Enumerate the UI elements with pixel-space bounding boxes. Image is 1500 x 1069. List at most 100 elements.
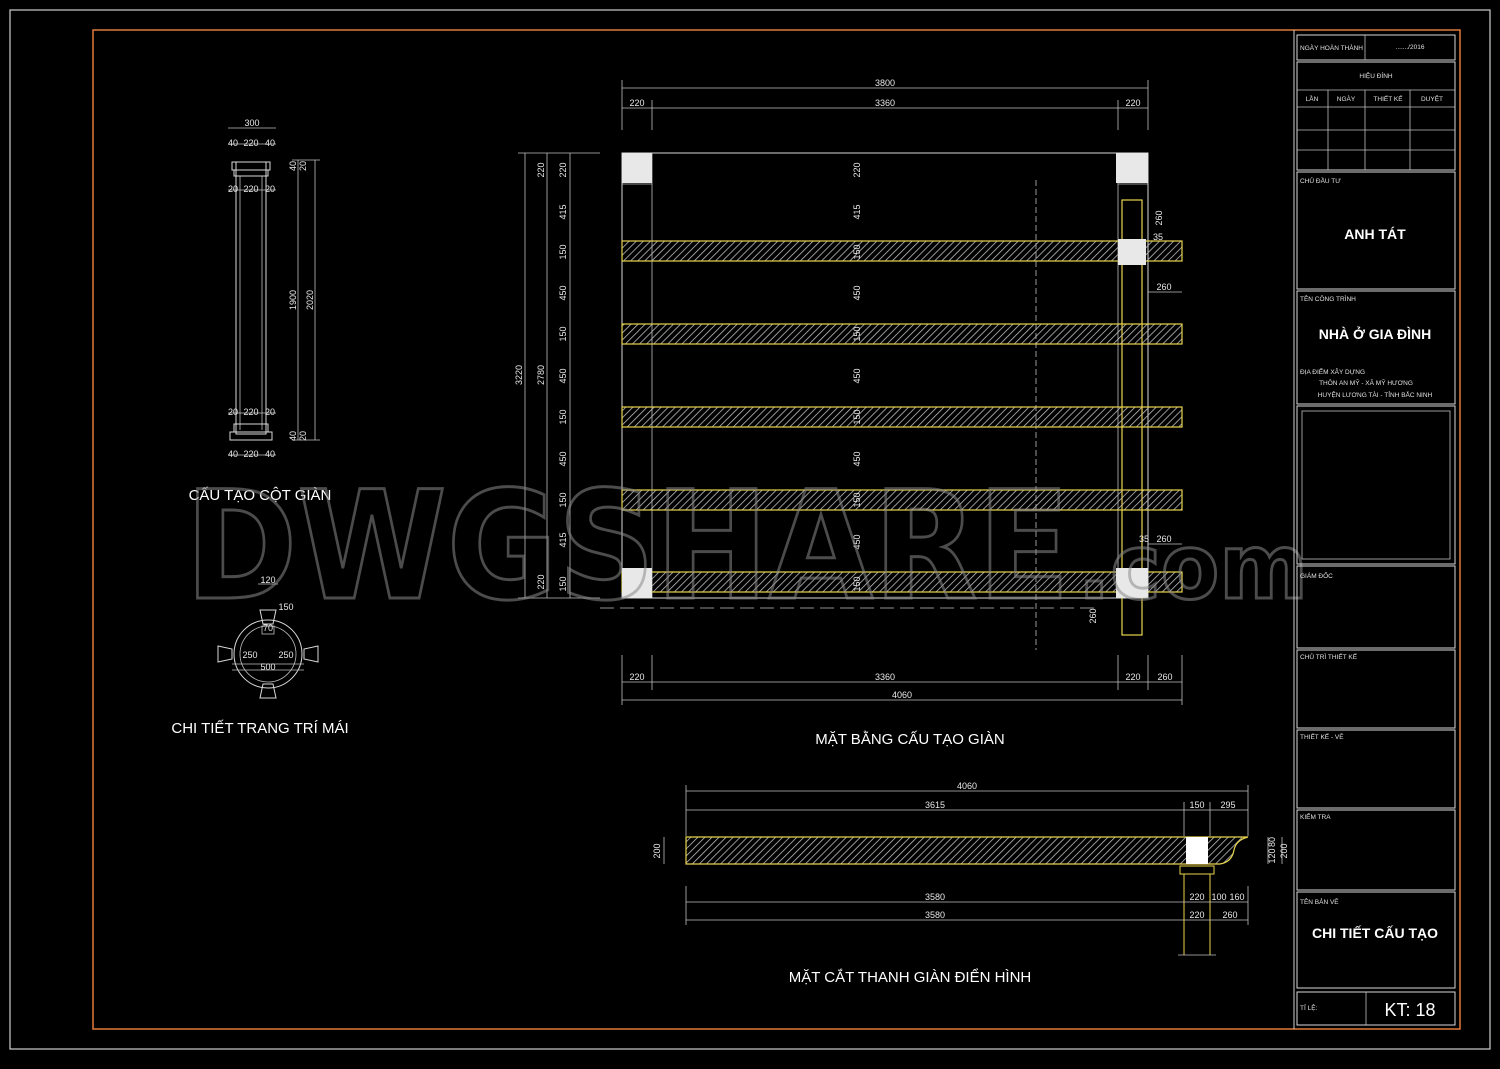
plan-dim-mid-150d: 150: [852, 492, 862, 507]
tb-rev-col-2: THIẾT KẾ: [1373, 93, 1403, 103]
plan-dim-150d: 150: [558, 492, 568, 507]
tb-investor-label: CHỦ ĐẦU TƯ: [1300, 175, 1341, 185]
plan-view: 3800 220 3360 220 3: [514, 78, 1183, 748]
roof-dim-r: 150: [278, 602, 293, 612]
col-dim-bot-b: 220: [243, 407, 258, 417]
plan-dim-mid-450d: 450: [852, 534, 862, 549]
plan-dim-top-left: 220: [629, 98, 644, 108]
plan-beams: [621, 240, 1183, 593]
tb-director-label: GIÁM ĐỐC: [1300, 570, 1333, 580]
plan-dim-mid-150c: 150: [852, 409, 862, 424]
roof-dim-top: 120: [260, 575, 275, 585]
plan-dim-top-total: 3800: [875, 78, 895, 88]
sec-dim-right-h2: 80: [1267, 837, 1277, 847]
plan-dim-right-260c: 260: [1156, 534, 1171, 544]
beam-1: [621, 240, 1183, 262]
plan-dim-right-260d: 260: [1088, 608, 1098, 623]
plan-dim-right-260a: 260: [1154, 210, 1164, 225]
plan-dim-mid-150a: 150: [852, 244, 862, 259]
section-beam: [685, 836, 1249, 865]
title-block: NGÀY HOÀN THÀNH ......./2016 HIỆU ĐÍNH L…: [1293, 30, 1456, 1029]
tb-sheet-number: KT: 18: [1384, 1000, 1435, 1020]
column-block-tr: [1116, 153, 1148, 183]
tb-completion-value: ......./2016: [1396, 44, 1425, 51]
roof-dim-width: 500: [260, 662, 275, 672]
col-dim-base-c: 40: [265, 449, 275, 459]
caption-section: MẶT CẮT THANH GIÀN ĐIỂN HÌNH: [789, 968, 1032, 986]
plan-dim-mid-450c: 450: [852, 451, 862, 466]
caption-roof-detail: CHI TIẾT TRANG TRÍ MÁI: [171, 720, 348, 737]
plan-dim-450a: 450: [558, 285, 568, 300]
tb-investor: ANH TÁT: [1344, 226, 1406, 242]
roof-ornament-detail: 120 150 70 250 250 500 CHI TIẾT TRANG TR…: [171, 575, 348, 737]
plan-dim-bot-left: 220: [629, 672, 644, 682]
col-dim-top-total: 300: [244, 118, 259, 128]
drawing-frame: [92, 29, 1461, 1030]
column-block-bl: [622, 568, 652, 598]
sec-dim-b1-a: 3580: [925, 892, 945, 902]
roof-dim-right: 250: [278, 650, 293, 660]
column-detail: 300 40 220 40 20 220 20 20 220 20 40 220…: [189, 118, 332, 504]
column-block-br: [1116, 568, 1148, 598]
sec-dim-b1-d: 160: [1229, 892, 1244, 902]
sec-dim-b2-b: 220: [1189, 910, 1204, 920]
sec-dim-b1-b: 220: [1189, 892, 1204, 902]
sec-dim-top-a: 3615: [925, 800, 945, 810]
plan-dim-mid-150e: 150: [852, 576, 862, 591]
tb-location-label: ĐỊA ĐIỂM XÂY DỰNG: [1300, 367, 1365, 376]
col-dim-h-mid: 1900: [288, 290, 298, 310]
watermark: DWGSHARE .com: [184, 459, 1310, 636]
tb-rev-col-1: NGÀY: [1337, 94, 1356, 103]
tb-logo-box: [1301, 410, 1451, 560]
plan-dim-left-sub: 2780: [536, 365, 546, 385]
col-dim-h-total: 2020: [305, 290, 315, 310]
col-dim-bot-a: 20: [228, 407, 238, 417]
plan-dim-bot-total: 4060: [892, 690, 912, 700]
sec-dim-b2-c: 260: [1222, 910, 1237, 920]
sec-dim-b1-c: 100: [1211, 892, 1226, 902]
col-dim-bot-c: 20: [265, 407, 275, 417]
section-column-head: [1186, 837, 1208, 864]
col-dim-base-b: 220: [243, 449, 258, 459]
sec-dim-right-h1: 120: [1267, 848, 1277, 863]
tb-completion-label: NGÀY HOÀN THÀNH: [1300, 43, 1363, 52]
sec-dim-right-total: 200: [1279, 843, 1289, 858]
tb-location-line2: HUYỆN LƯƠNG TÀI - TỈNH BẮC NINH: [1318, 390, 1433, 399]
sec-dim-top-b: 150: [1189, 800, 1204, 810]
col-dim-base-a: 40: [228, 449, 238, 459]
tb-drawing-name-label: TÊN BẢN VẼ: [1300, 897, 1339, 906]
tb-project: NHÀ Ở GIA ĐÌNH: [1319, 325, 1432, 342]
plan-dim-mid-150b: 150: [852, 326, 862, 341]
plan-dim-right-35b: 35: [1139, 534, 1149, 544]
plan-dim-bot-r2: 260: [1157, 672, 1172, 682]
col-dim-top-a: 40: [228, 138, 238, 148]
sec-dim-top-total: 4060: [957, 781, 977, 791]
plan-dim-mid-450a: 450: [852, 285, 862, 300]
plan-dim-left-220b: 220: [558, 162, 568, 177]
plan-dim-mid-415a: 415: [852, 204, 862, 219]
col-dim-h-bot1: 40: [288, 431, 298, 441]
tb-drawing-name: CHI TIẾT CẤU TẠO: [1312, 925, 1438, 941]
column-block-rail: [1118, 239, 1146, 265]
roof-dim-inner: 70: [263, 623, 273, 633]
beam-3: [621, 406, 1183, 428]
tb-designer-label: THIẾT KẾ - VẼ: [1300, 731, 1344, 741]
plan-dim-150b: 150: [558, 326, 568, 341]
sec-dim-left-h: 200: [652, 843, 662, 858]
plan-dim-top-mid: 3360: [875, 98, 895, 108]
beam-4: [621, 489, 1183, 511]
plan-dim-left-total: 3220: [514, 365, 524, 385]
col-dim-h-top1: 40: [288, 161, 298, 171]
plan-dim-bot-r1: 220: [1125, 672, 1140, 682]
beam-2: [621, 323, 1183, 345]
col-dim-row2-c: 20: [265, 184, 275, 194]
caption-plan: MẶT BẰNG CẤU TẠO GIÀN: [815, 730, 1004, 748]
plan-dim-right-35a: 35: [1153, 232, 1163, 242]
roof-dim-left: 250: [242, 650, 257, 660]
plan-dim-415b: 415: [558, 532, 568, 547]
tb-revision-label: HIỆU ĐÍNH: [1359, 71, 1393, 80]
plan-dim-left-220a: 220: [536, 162, 546, 177]
tb-project-label: TÊN CÔNG TRÌNH: [1300, 294, 1356, 303]
tb-location-line1: THÔN AN MỸ - XÃ MỸ HƯƠNG: [1319, 378, 1413, 387]
tb-rev-col-0: LẦN: [1306, 93, 1319, 103]
